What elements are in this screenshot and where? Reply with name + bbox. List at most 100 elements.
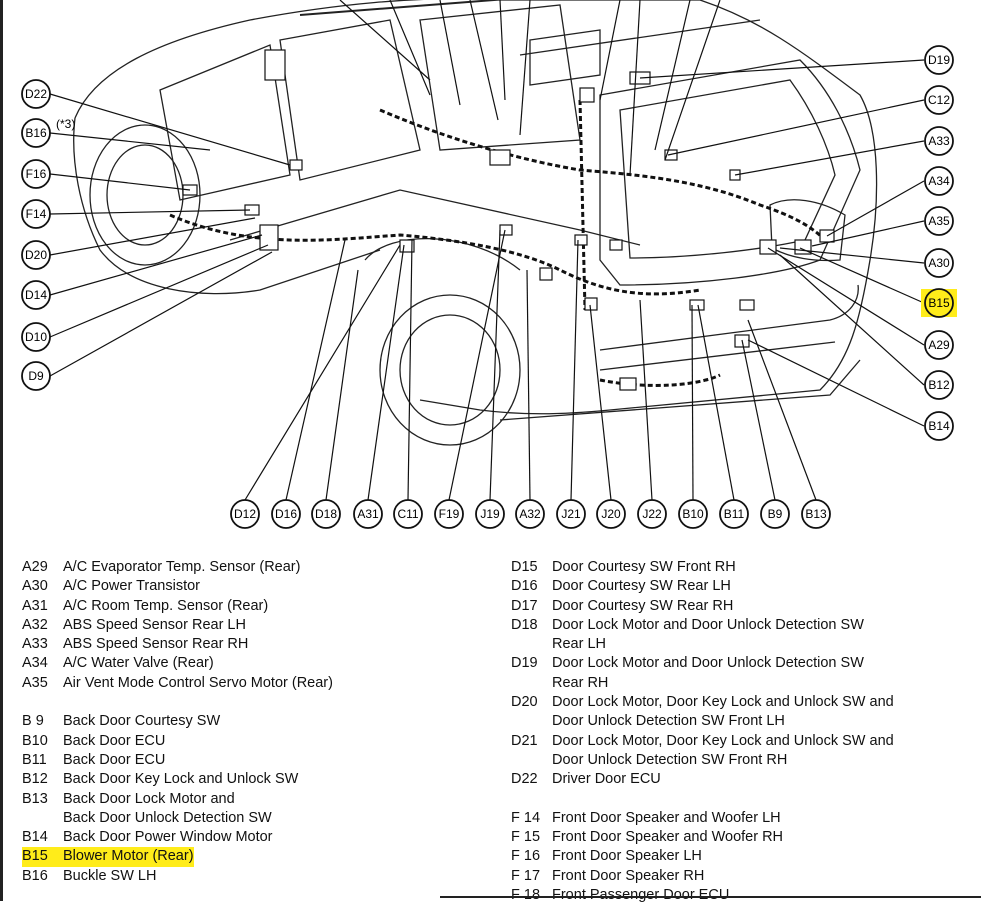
callout-circle: [21, 322, 51, 352]
legend-description: Door Courtesy SW Rear RH: [552, 597, 734, 614]
callout-b10: B10: [678, 499, 708, 529]
legend-code: [22, 809, 63, 828]
legend-description: A/C Room Temp. Sensor (Rear): [63, 597, 269, 614]
legend-description: Door Lock Motor and Door Unlock Detectio…: [552, 655, 864, 672]
callout-note: (*3): [56, 117, 75, 131]
callout-label: A34: [928, 174, 950, 188]
legend-code: F 17: [511, 867, 541, 884]
legend-description: Rear RH: [552, 674, 609, 691]
callout-circle: [230, 499, 260, 529]
callout-circle: [801, 499, 831, 529]
legend-description: Door Unlock Detection SW Front RH: [552, 751, 788, 768]
callout-circle: [924, 206, 954, 236]
connectors: [182, 49, 835, 391]
callout-circle: [21, 240, 51, 270]
legend-description: Door Courtesy SW Front RH: [552, 559, 736, 575]
callout-d10: D10: [21, 322, 51, 352]
callout-label: D9: [28, 369, 44, 383]
legend-code: F 16: [511, 848, 541, 865]
legend-code: A32: [22, 616, 48, 633]
legend-description: Back Door Power Window Motor: [63, 829, 273, 846]
legend-row-continuation: Door Unlock Detection SW Front RH: [511, 751, 894, 770]
callout-circle: [924, 85, 954, 115]
callout-a29: A29: [924, 330, 954, 360]
callout-circle: [393, 499, 423, 529]
legend-description: Door Unlock Detection SW Front LH: [552, 713, 785, 730]
callout-j22: J22: [637, 499, 667, 529]
legend-description: Back Door ECU: [63, 732, 166, 749]
legend-description: Front Door Speaker LH: [552, 848, 702, 865]
legend-code: A35: [22, 674, 48, 691]
callout-label: J19: [480, 507, 500, 521]
legend-code: D18: [511, 616, 538, 633]
callout-b16: B16(*3): [21, 117, 75, 148]
legend-code: B11: [22, 751, 47, 768]
legend-description: Back Door Key Lock and Unlock SW: [63, 771, 299, 788]
page-bottom-rule: [440, 896, 981, 898]
legend-description: Air Vent Mode Control Servo Motor (Rear): [63, 674, 333, 691]
page-left-border: [0, 0, 3, 901]
legend-code: B14: [22, 829, 48, 846]
legend-code: [511, 712, 552, 731]
legend-row-b11: B11 Back Door ECU: [22, 751, 333, 770]
callout-circle: [924, 166, 954, 196]
callout-c11: C11: [393, 499, 423, 529]
legend-code: D22: [511, 771, 538, 788]
callout-label: B9: [768, 507, 783, 521]
legend-code: A33: [22, 636, 48, 653]
legend-description: Blower Motor (Rear): [63, 847, 194, 867]
callout-circle: [475, 499, 505, 529]
callout-label: A29: [928, 338, 950, 352]
callout-d14: D14: [21, 280, 51, 310]
callout-d22: D22: [21, 79, 51, 109]
callout-a30: A30: [924, 248, 954, 278]
callout-circle: [311, 499, 341, 529]
leader-lines: [49, 0, 925, 501]
legend-description: Back Door ECU: [63, 751, 166, 768]
callout-circle: [924, 248, 954, 278]
callout-circle: [556, 499, 586, 529]
callout-label: J20: [601, 507, 621, 521]
callout-d9: D9: [21, 361, 51, 391]
legend-description: A/C Power Transistor: [63, 578, 200, 595]
callout-circle: [719, 499, 749, 529]
callout-d20: D20: [21, 240, 51, 270]
callout-label: A35: [928, 214, 950, 228]
callout-circle: [924, 45, 954, 75]
callout-circle: [637, 499, 667, 529]
callout-label: D16: [275, 507, 297, 521]
callout-label: F14: [26, 207, 47, 221]
legend-row-continuation: Door Unlock Detection SW Front LH: [511, 712, 894, 731]
legend-code: D21: [511, 732, 538, 749]
callout-d16: D16: [271, 499, 301, 529]
callout-circle: [760, 499, 790, 529]
callout-label: J21: [561, 507, 581, 521]
callout-circle: [21, 280, 51, 310]
callout-highlight: [921, 289, 957, 317]
legend-code: B13: [22, 790, 48, 807]
callout-a32: A32: [515, 499, 545, 529]
callout-label: C12: [928, 93, 950, 107]
callout-circle: [924, 411, 954, 441]
legend-code: [511, 751, 552, 770]
legend-code: D19: [511, 655, 538, 672]
callout-label: B14: [928, 419, 950, 433]
legend-code: B 9: [22, 713, 44, 730]
callout-label: B15: [928, 296, 950, 310]
callout-b13: B13: [801, 499, 831, 529]
callout-label: B12: [928, 378, 950, 392]
callout-j19: J19: [475, 499, 505, 529]
